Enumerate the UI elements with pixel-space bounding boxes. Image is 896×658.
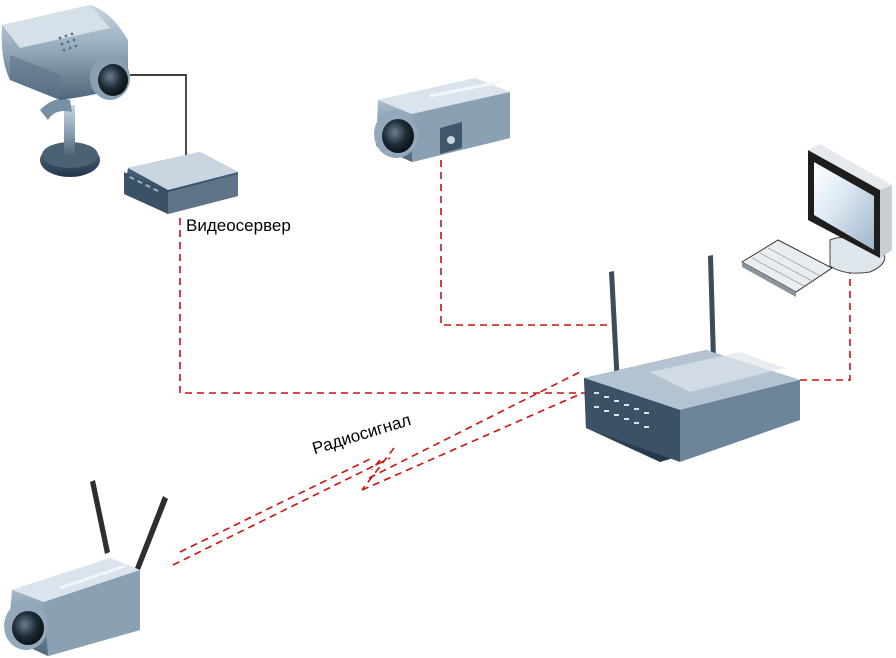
video-server-label: Видеосервер — [186, 216, 291, 235]
link-router-to-workstation — [800, 250, 851, 381]
wireless-ip-camera-icon — [4, 480, 168, 656]
radio-signal-link — [172, 371, 581, 566]
link-ipcamera-to-router — [440, 160, 612, 326]
monitor-and-keyboard-icon — [741, 144, 892, 297]
link-videoserver-to-router — [179, 218, 585, 394]
wireless-router-icon — [584, 255, 800, 462]
security-camera-on-stand-icon — [1, 5, 130, 177]
video-server-box-icon — [124, 152, 238, 214]
cable-camera-to-videoserver — [130, 74, 187, 165]
ip-camera-icon — [374, 78, 510, 162]
